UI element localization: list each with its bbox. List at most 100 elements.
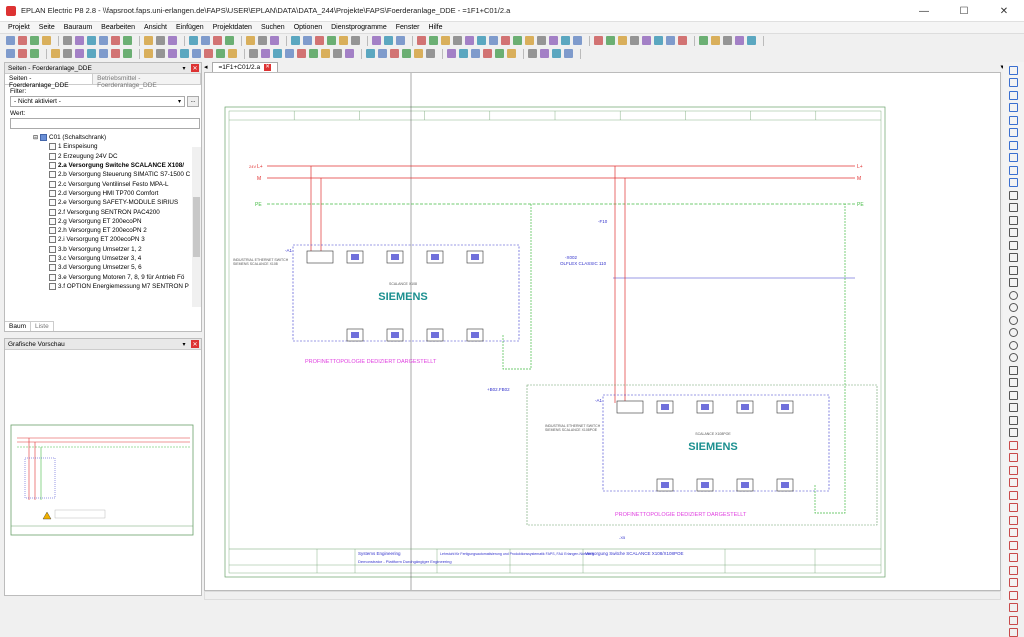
- value-input[interactable]: [10, 118, 200, 129]
- symbol-tool-icon[interactable]: [1009, 491, 1018, 500]
- toolbar-tool-icon[interactable]: [87, 49, 96, 58]
- toolbar-tool-icon[interactable]: [459, 49, 468, 58]
- menu-seite[interactable]: Seite: [39, 24, 55, 31]
- tab-devices[interactable]: Betriebsmittel - Foerderanlage_DDE: [93, 74, 201, 84]
- tree-scroll-thumb[interactable]: [193, 197, 200, 257]
- symbol-tool-icon[interactable]: [1009, 291, 1018, 300]
- toolbar-tool-icon[interactable]: [402, 49, 411, 58]
- toolbar-tool-icon[interactable]: [735, 36, 744, 45]
- tree-page-item[interactable]: 2.g Versorgung ET 200ecoPN: [5, 217, 191, 226]
- symbol-tool-icon[interactable]: [1009, 391, 1018, 400]
- toolbar-tool-icon[interactable]: [123, 49, 132, 58]
- symbol-tool-icon[interactable]: [1009, 478, 1018, 487]
- symbol-tool-icon[interactable]: [1009, 141, 1018, 150]
- symbol-tool-icon[interactable]: [1009, 316, 1018, 325]
- tree-page-item[interactable]: 3.d Versorgung Umsetzer 5, 6: [5, 263, 191, 272]
- toolbar-tool-icon[interactable]: [417, 36, 426, 45]
- symbol-tool-icon[interactable]: [1009, 341, 1018, 350]
- symbol-tool-icon[interactable]: [1009, 103, 1018, 112]
- toolbar-tool-icon[interactable]: [495, 49, 504, 58]
- symbol-tool-icon[interactable]: [1009, 428, 1018, 437]
- toolbar-tool-icon[interactable]: [192, 49, 201, 58]
- toolbar-tool-icon[interactable]: [594, 36, 603, 45]
- tree-page-item[interactable]: 2.h Versorgung ET 200ecoPN 2: [5, 226, 191, 235]
- symbol-tool-icon[interactable]: [1009, 616, 1018, 625]
- toolbar-tool-icon[interactable]: [303, 36, 312, 45]
- toolbar-tool-icon[interactable]: [489, 36, 498, 45]
- toolbar-tool-icon[interactable]: [270, 36, 279, 45]
- symbol-tool-icon[interactable]: [1009, 166, 1018, 175]
- tree-page-item[interactable]: 2.f Versorgung SENTRON PAC4200: [5, 207, 191, 216]
- toolbar-tool-icon[interactable]: [213, 36, 222, 45]
- toolbar-tool-icon[interactable]: [711, 36, 720, 45]
- symbol-tool-icon[interactable]: [1009, 466, 1018, 475]
- menu-fenster[interactable]: Fenster: [396, 24, 420, 31]
- close-icon[interactable]: ✕: [191, 340, 199, 348]
- close-window-button[interactable]: ✕: [984, 0, 1024, 22]
- menu-projektdaten[interactable]: Projektdaten: [213, 24, 252, 31]
- toolbar-tool-icon[interactable]: [144, 36, 153, 45]
- toolbar-tool-icon[interactable]: [51, 49, 60, 58]
- toolbar-tool-icon[interactable]: [507, 49, 516, 58]
- tab-tree[interactable]: Baum: [5, 321, 31, 331]
- toolbar-tool-icon[interactable]: [99, 36, 108, 45]
- toolbar-tool-icon[interactable]: [168, 36, 177, 45]
- tree-page-item[interactable]: 2.e Versorgung SAFETY-MODULE SIRIUS: [5, 198, 191, 207]
- toolbar-tool-icon[interactable]: [396, 36, 405, 45]
- toolbar-tool-icon[interactable]: [6, 49, 15, 58]
- symbol-tool-icon[interactable]: [1009, 191, 1018, 200]
- symbol-tool-icon[interactable]: [1009, 366, 1018, 375]
- toolbar-tool-icon[interactable]: [168, 49, 177, 58]
- menu-bauraum[interactable]: Bauraum: [64, 24, 92, 31]
- toolbar-tool-icon[interactable]: [537, 36, 546, 45]
- toolbar-tool-icon[interactable]: [273, 49, 282, 58]
- toolbar-tool-icon[interactable]: [414, 49, 423, 58]
- symbol-tool-icon[interactable]: [1009, 328, 1018, 337]
- symbol-tool-icon[interactable]: [1009, 128, 1018, 137]
- toolbar-tool-icon[interactable]: [75, 36, 84, 45]
- tab-list[interactable]: Liste: [31, 321, 54, 331]
- menu-dienstprogramme[interactable]: Dienstprogramme: [331, 24, 387, 31]
- symbol-tool-icon[interactable]: [1009, 78, 1018, 87]
- toolbar-tool-icon[interactable]: [18, 49, 27, 58]
- symbol-tool-icon[interactable]: [1009, 228, 1018, 237]
- tree-page-item[interactable]: 3.e Versorgung Motoren 7, 8, 9 für Antri…: [5, 272, 191, 281]
- symbol-tool-icon[interactable]: [1009, 153, 1018, 162]
- toolbar-tool-icon[interactable]: [501, 36, 510, 45]
- toolbar-tool-icon[interactable]: [228, 49, 237, 58]
- toolbar-tool-icon[interactable]: [465, 36, 474, 45]
- symbol-tool-icon[interactable]: [1009, 216, 1018, 225]
- toolbar-tool-icon[interactable]: [201, 36, 210, 45]
- toolbar-tool-icon[interactable]: [630, 36, 639, 45]
- tree-root-item[interactable]: ⊟ C01 (Schaltschrank): [5, 133, 191, 142]
- close-tab-icon[interactable]: ✕: [264, 64, 271, 71]
- toolbar-tool-icon[interactable]: [552, 49, 561, 58]
- symbol-tool-icon[interactable]: [1009, 453, 1018, 462]
- toolbar-tool-icon[interactable]: [366, 49, 375, 58]
- toolbar-tool-icon[interactable]: [249, 49, 258, 58]
- symbol-tool-icon[interactable]: [1009, 253, 1018, 262]
- tab-scroll-left-icon[interactable]: ◂: [204, 63, 208, 71]
- toolbar-tool-icon[interactable]: [564, 49, 573, 58]
- toolbar-tool-icon[interactable]: [63, 49, 72, 58]
- menu-hilfe[interactable]: Hilfe: [429, 24, 443, 31]
- symbol-tool-icon[interactable]: [1009, 303, 1018, 312]
- toolbar-tool-icon[interactable]: [525, 36, 534, 45]
- symbol-tool-icon[interactable]: [1009, 178, 1018, 187]
- toolbar-tool-icon[interactable]: [75, 49, 84, 58]
- toolbar-tool-icon[interactable]: [384, 36, 393, 45]
- toolbar-tool-icon[interactable]: [618, 36, 627, 45]
- toolbar-tool-icon[interactable]: [345, 49, 354, 58]
- toolbar-tool-icon[interactable]: [30, 49, 39, 58]
- toolbar-tool-icon[interactable]: [297, 49, 306, 58]
- toolbar-tool-icon[interactable]: [699, 36, 708, 45]
- toolbar-tool-icon[interactable]: [111, 49, 120, 58]
- toolbar-tool-icon[interactable]: [573, 36, 582, 45]
- toolbar-tool-icon[interactable]: [225, 36, 234, 45]
- toolbar-tool-icon[interactable]: [453, 36, 462, 45]
- toolbar-tool-icon[interactable]: [30, 36, 39, 45]
- toolbar-tool-icon[interactable]: [327, 36, 336, 45]
- toolbar-tool-icon[interactable]: [111, 36, 120, 45]
- symbol-tool-icon[interactable]: [1009, 578, 1018, 587]
- filter-select[interactable]: - Nicht aktiviert - ▾: [10, 96, 185, 107]
